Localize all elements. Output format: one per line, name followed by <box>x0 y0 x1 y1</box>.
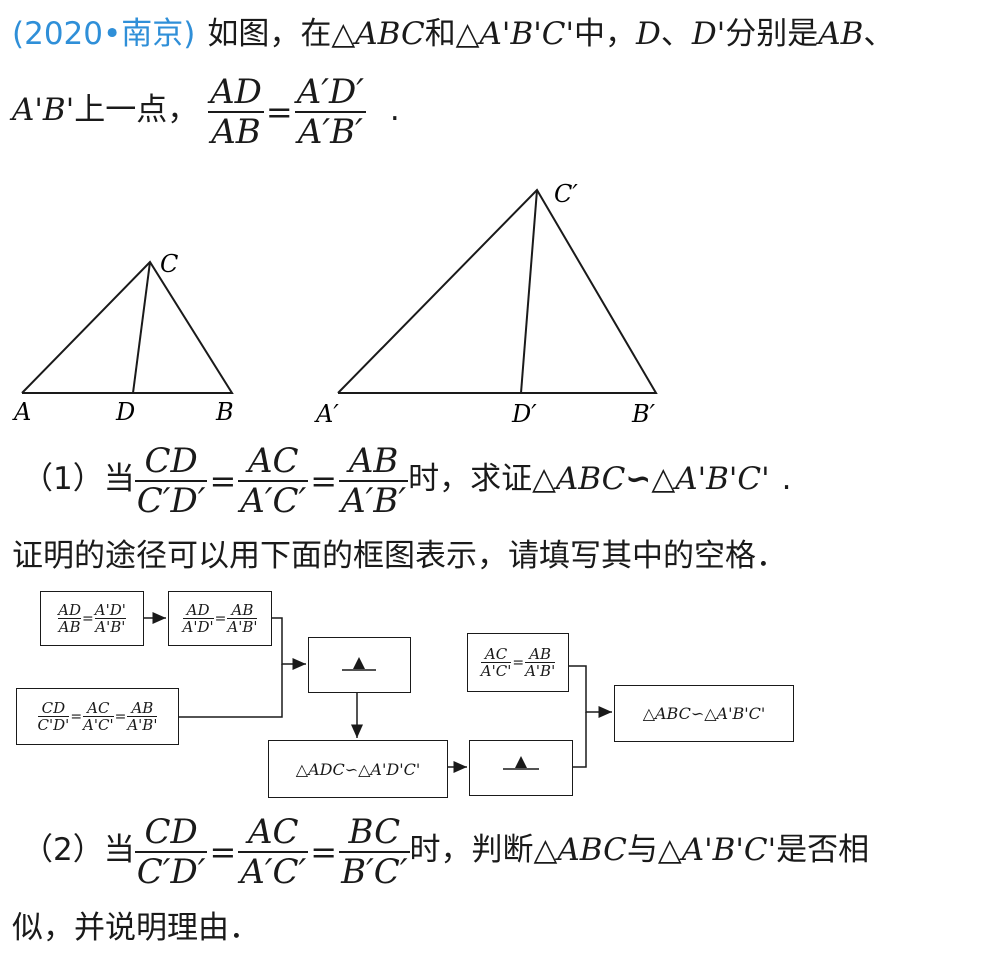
triangles-figure: A D B C A′ D′ B′ C′ <box>12 180 658 428</box>
label-d-prime: D′ <box>511 400 537 428</box>
triangle-abc: ABC <box>355 16 425 52</box>
problem-source: (2020•南京) <box>12 16 196 52</box>
and-text: 和△ <box>424 16 480 52</box>
part2-similar: 是否相 <box>776 832 870 868</box>
triangle-abc-shape <box>21 260 234 394</box>
flow-blank-box-1[interactable] <box>308 637 411 693</box>
sep-text: 、 <box>660 16 692 52</box>
label-b-prime: B′ <box>631 400 656 428</box>
label-c: C <box>160 250 178 278</box>
label-c-prime: C′ <box>554 180 578 208</box>
part2-with: 与△ <box>626 832 682 868</box>
given-fraction-adp-abp: A′D′A′B′ <box>294 71 366 152</box>
flowchart-connectors <box>142 612 612 773</box>
problem-intro: 如图，在△ <box>207 16 356 52</box>
part2-label: （2）当 <box>22 832 135 868</box>
segment-cd <box>132 261 151 394</box>
part1-tri-prefix: △ <box>651 461 676 497</box>
similar-symbol: ∽ <box>625 461 652 497</box>
in-text: 中， <box>573 16 636 52</box>
flow-blank-box-2[interactable] <box>469 740 573 796</box>
blank-triangle-marker <box>342 657 376 671</box>
end-dot: . <box>389 92 400 128</box>
part1-dot: . <box>781 461 792 497</box>
point-d-prime: D' <box>691 16 726 52</box>
part1-tri2: A'B'C' <box>675 461 770 497</box>
part1-label: （1）当 <box>22 461 135 497</box>
part1-when: 时，求证△ <box>408 461 556 497</box>
on-point-text: 上一点， <box>74 92 199 128</box>
segment-c-prime-d-prime <box>520 189 538 394</box>
part2-tri2: A'B'C' <box>681 832 777 868</box>
part1-tri1: ABC <box>555 461 626 497</box>
part2-when: 时，判断△ <box>409 832 558 868</box>
triangle-abc-prime-shape <box>337 188 658 394</box>
part1-line-2: 证明的途径可以用下面的框图表示，请填写其中的空格． <box>12 538 787 574</box>
problem-line-1: (2020•南京)如图，在△ABC和△A'B'C'中，D、D'分别是AB、 <box>12 14 894 54</box>
label-b: B <box>215 398 234 426</box>
blank-triangle-marker <box>503 756 539 770</box>
label-a-prime: A′ <box>314 400 339 428</box>
segment-ab-prime: A'B' <box>12 92 75 128</box>
sep2-text: 、 <box>863 16 895 52</box>
label-d: D <box>115 398 135 426</box>
part2-line-2: 似，并说明理由． <box>12 910 260 946</box>
flow-box-6: △ABC∽△A'B'C' <box>614 685 794 742</box>
flow-box-5: △ADC∽△A'D'C' <box>268 740 448 798</box>
part2-tri1: ABC <box>557 832 627 868</box>
are-text: 分别是 <box>725 16 819 52</box>
point-d: D <box>635 16 661 52</box>
triangle-abc-prime: A'B'C' <box>479 16 574 52</box>
segment-ab: AB <box>818 16 864 52</box>
label-a: A <box>12 398 31 426</box>
